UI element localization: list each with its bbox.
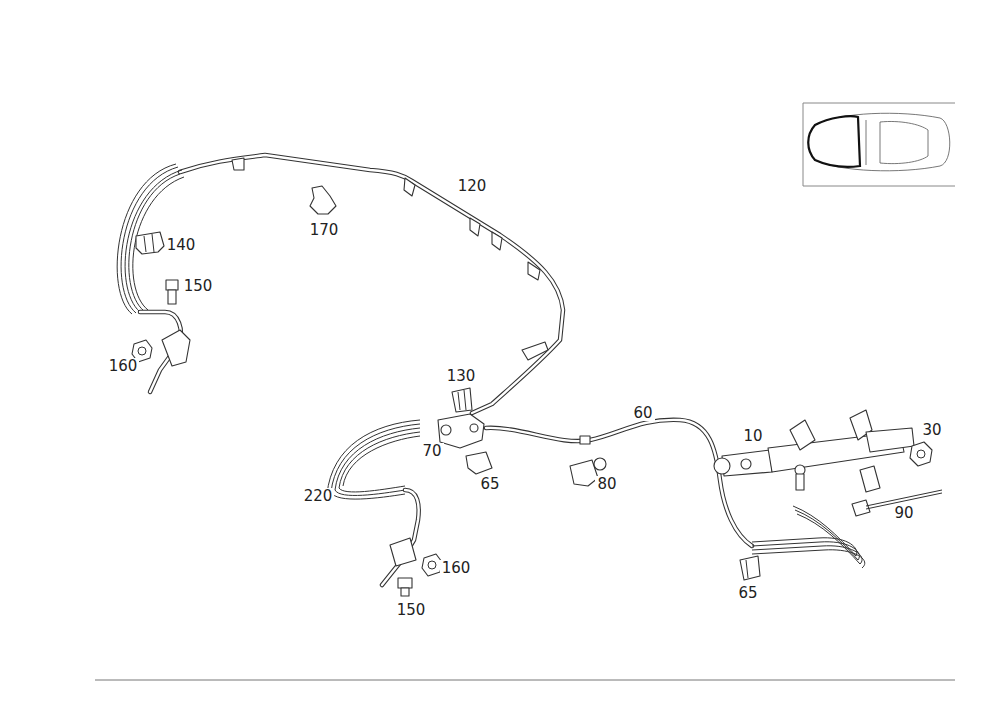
illustration-part [335,428,420,495]
steering-gear [714,410,914,490]
illustration-part [486,420,752,546]
callout-number: 150 [395,602,428,619]
bolt [398,578,412,596]
illustration-part [144,236,146,252]
illustration-part [428,561,436,569]
callout-number: 30 [920,422,943,439]
illustration-part [790,420,815,450]
clip [740,556,760,580]
callout-number: 70 [420,443,443,460]
footer-rule [95,680,955,681]
illustration-part [528,262,540,280]
illustration-part [880,121,928,163]
vehicle-inset [803,103,955,186]
illustration-part [232,158,244,170]
illustration-part [382,490,419,585]
illustration-part [168,290,176,304]
callout-number: 65 [736,585,759,602]
illustration-part [752,506,857,556]
illustration-part [470,218,480,236]
illustration-part [343,436,420,486]
illustration-part [327,420,420,494]
return-line [327,420,420,585]
illustration-part [162,330,190,366]
illustration-part [452,388,472,412]
illustration-part [714,458,730,474]
illustration-part [866,120,867,165]
illustration-part [438,414,484,448]
illustration-part [180,155,563,413]
illustration-part [464,390,466,410]
clip [136,232,164,254]
illustration-part [401,588,409,596]
callout-number: 150 [182,278,215,295]
illustration-part [752,550,865,568]
illustration-part [180,155,563,413]
illustration-part [746,560,748,578]
nut [910,442,932,466]
callout-number: 130 [445,368,478,385]
illustration-part [860,466,880,492]
illustration-part [458,392,460,410]
illustration-part [404,178,415,196]
callout-number: 65 [478,476,501,493]
callout-number: 140 [165,237,198,254]
illustration-part [866,490,942,506]
illustration-part [808,113,950,171]
callout-number: 90 [892,505,915,522]
callout-number: 10 [741,428,764,445]
illustration-part [580,436,590,444]
bolt [166,280,178,304]
illustration-part [796,474,804,490]
illustration-part [492,232,502,250]
illustration-part [752,506,865,568]
illustration-part [382,490,419,585]
illustration-part [138,347,146,355]
illustration-part [470,424,478,432]
illustration-part [917,450,925,458]
illustration-part [152,234,154,252]
junction-block [438,388,492,474]
callout-number: 160 [107,358,140,375]
illustration-part [803,103,955,186]
pressure-line [117,155,563,413]
callout-number: 80 [595,476,618,493]
callout-number: 160 [440,560,473,577]
illustration-part [594,458,606,470]
illustration-part [852,500,870,516]
clip [310,186,336,214]
illustration-part [522,342,548,360]
supply-line [486,420,865,568]
illustration-part [398,578,412,588]
callout-number: 120 [456,178,489,195]
illustration-part [166,280,178,290]
illustration-part [390,538,416,566]
illustration-part [441,425,451,435]
illustration-part [466,452,492,474]
illustration-part [486,420,752,546]
illustration-part [808,116,860,166]
callout-number: 220 [302,488,335,505]
illustration-part [327,420,420,499]
callout-number: 60 [631,405,654,422]
illustration-part [866,428,914,452]
callout-number: 170 [308,222,341,239]
illustration-part [741,459,751,469]
illustration-part [339,432,420,492]
